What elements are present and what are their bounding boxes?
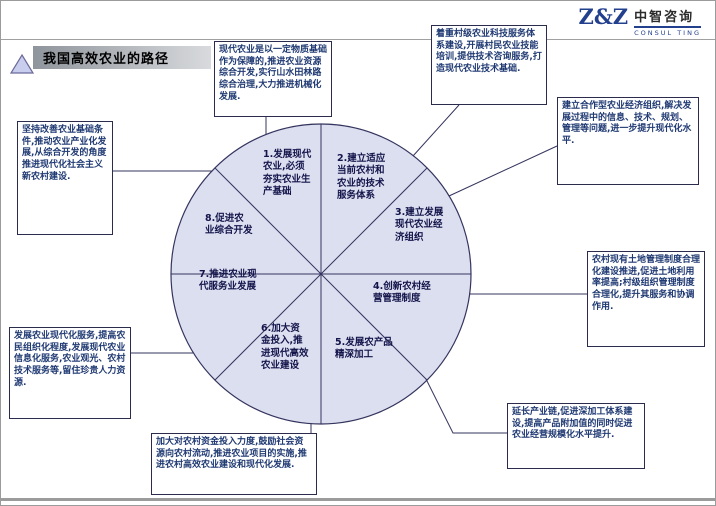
callout-6: 加大对农村资金投入力度,鼓励社会资源向农村流动,推进农业项目的实施,推进农村高效…: [151, 433, 317, 495]
logo-name: 中智咨询: [634, 6, 701, 28]
wheel-segment-4: 4.创新农村经营管理制度: [373, 281, 431, 305]
company-logo: Z&Z 中智咨询 CONSUL TING: [578, 4, 701, 37]
wheel-segment-7: 7.推进农业现代服务业发展: [199, 269, 257, 293]
wheel-divider-diagonal-2: [214, 167, 428, 381]
callout-5: 延长产业链,促进深加工体系建设,提高产品附加值的同时促进农业经营规模化水平提升.: [507, 403, 645, 469]
callout-7: 发展农业现代化服务,提高农民组织化程度,发展现代农业信息化服务,农业观光、农村技…: [9, 327, 131, 419]
connector-2: [412, 104, 460, 157]
connector-5: [425, 378, 507, 434]
logo-subtitle: CONSUL TING: [634, 29, 701, 37]
wheel-segment-5: 5.发展农产品精深加工: [335, 337, 393, 361]
connector-3: [448, 145, 558, 197]
callout-4: 农村现有土地管理制度合理化建设推进,促进土地利用率提高;村级组织管理制度合理化,…: [587, 251, 705, 347]
wheel-segment-2: 2.建立适应当前农村和农业的技术服务体系: [337, 153, 386, 202]
callout-3: 建立合作型农业经济组织,解决发展过程中的信息、技术、规划、管理等问题,进一步提升…: [557, 97, 699, 185]
wheel-segment-1: 1.发展现代农业,必须夯实农业生产基础: [263, 149, 312, 198]
bottom-border: [1, 498, 715, 501]
callout-8: 坚持改善农业基础条件,推动农业产业化发展,从综合开发的角度推进现代化社会主义新农…: [17, 121, 113, 235]
page-title: 我国高效农业的路径: [33, 46, 211, 69]
logo-mark: Z&Z: [578, 4, 629, 29]
wheel-segment-3: 3.建立发展现代农业经济组织: [395, 207, 444, 243]
callout-1: 现代农业是以一定物质基础作为保障的,推进农业资源综合开发,实行山水田林路综合治理…: [214, 41, 332, 117]
header-divider: [1, 39, 715, 40]
triangle-icon: [9, 53, 35, 74]
callout-2: 着重村级农业科技服务体系建设,开展村民农业技能培训,提供技术咨询服务,打造现代农…: [431, 25, 547, 105]
wheel-segment-8: 8.促进农业综合开发: [205, 213, 253, 237]
wheel-segment-6: 6.加大资金投入,推进现代高效农业建设: [261, 323, 309, 372]
